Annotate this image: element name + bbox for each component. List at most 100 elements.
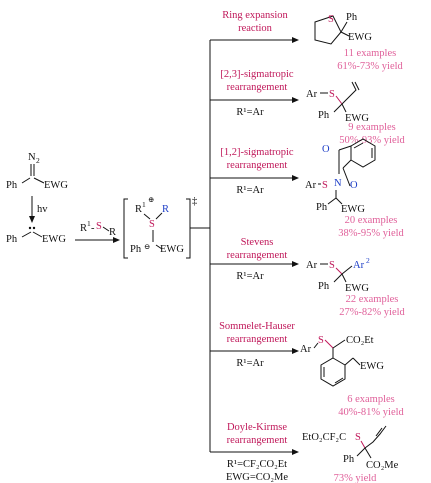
left-bracket <box>123 198 128 259</box>
p4-ewg: EWG <box>345 283 369 294</box>
p2-bond-ph <box>333 103 343 113</box>
n2-subscript: 2 <box>36 156 40 165</box>
p4-bond-ph <box>333 273 343 283</box>
p2-bond-s-c <box>335 95 343 105</box>
p1-examples: 11 examples <box>344 48 396 59</box>
p2-sulfur: S <box>329 89 335 100</box>
p1-yield: 61%-73% yield <box>337 61 403 72</box>
product-3-phthalimide: O N O Ar S Ph EWG 20 examples 38%-95% yi… <box>305 138 405 239</box>
p3-imide-top-a <box>342 159 352 169</box>
p4-bond-s-c <box>335 267 343 275</box>
ylide-ph: Ph <box>130 244 142 255</box>
ylide-r1: R <box>135 204 142 215</box>
p6-bond-co2me <box>364 447 372 459</box>
p5-ar: Ar <box>300 344 312 355</box>
p3-benzene-inner-a <box>353 142 364 149</box>
p5-bond-ar-s <box>313 342 319 349</box>
p5-bond-ewg <box>352 357 361 366</box>
p3-ar: Ar <box>305 180 317 191</box>
route-3-condition: R¹=Ar <box>236 185 264 196</box>
product-5-sommelet-hauser: Ar S CO₂Et EWG 6 examples 40%-81% yield <box>300 335 405 418</box>
ylide-bond-ewg <box>155 244 163 250</box>
p6-bond-s-c <box>360 440 366 449</box>
p3-n: N <box>334 178 342 189</box>
p6-yield: 73% yield <box>334 473 378 483</box>
p5-sulfur: S <box>318 335 324 346</box>
route-4-labels: Stevens rearrangement R¹=Ar <box>227 237 288 282</box>
carbene-ewg-label: EWG <box>42 234 66 245</box>
carbene-bond-ph <box>21 231 32 238</box>
ylide-minus-charge: ⊖ <box>144 242 150 251</box>
route-2-title-b: rearrangement <box>227 82 288 93</box>
route-5-labels: Sommelet-Hauser rearrangement R¹=Ar <box>219 321 295 369</box>
diazo-compound: N 2 Ph EWG <box>6 152 68 191</box>
ylide-bond-r1 <box>143 213 151 220</box>
p4-ar: Ar <box>306 260 318 271</box>
p6-sulfur: S <box>355 432 361 443</box>
ylide-sulfur: S <box>149 219 155 230</box>
product-6-doyle-kirmse: EtO₂CF₂C S Ph CO₂Me 73% yield <box>302 425 399 483</box>
p4-examples: 22 examples <box>346 294 399 305</box>
route-6-condition-b: EWG=CO₂Me <box>226 472 288 483</box>
p5-bond-s-c <box>324 339 334 349</box>
reagent-sulfur: S <box>96 221 102 232</box>
p3-sulfur: S <box>322 180 328 191</box>
carbene: Ph EWG <box>6 226 66 245</box>
p1-bond-ewg <box>340 31 350 37</box>
route-3-title-a: [1,2]-sigmatropic <box>220 147 294 158</box>
route-1-title-b: reaction <box>238 23 273 34</box>
p1-ph: Ph <box>346 12 358 23</box>
route-4-title-a: Stevens <box>241 237 274 248</box>
p2-yield: 50%-93% yield <box>339 135 405 146</box>
ylide-plus-charge: ⊕ <box>148 195 154 204</box>
route-6-title-a: Doyle-Kirmse <box>227 422 287 433</box>
p5-yield: 40%-81% yield <box>338 407 404 418</box>
route-3-title-b: rearrangement <box>227 160 288 171</box>
route-2-title-a: [2,3]-sigmatropic <box>220 69 294 80</box>
p3-o1: O <box>322 144 330 155</box>
branch-lines <box>190 37 299 455</box>
start-ewg-label: EWG <box>44 180 68 191</box>
p5-co2et: CO₂Et <box>346 335 374 346</box>
bond-ph <box>21 177 31 184</box>
product-2-allyl-sulfide: Ar S Ph EWG 9 examples 50%-93% yield <box>306 81 406 146</box>
p2-allyl-double <box>354 81 360 91</box>
route-5-condition: R¹=Ar <box>236 358 264 369</box>
hv-label: hv <box>37 204 48 215</box>
thiolane-ring <box>314 15 342 45</box>
reagent-r: R <box>109 227 116 238</box>
p5-benzene <box>320 357 346 387</box>
ylide-ewg: EWG <box>160 244 184 255</box>
p2-ph: Ph <box>318 110 330 121</box>
p3-imide-top-b <box>338 145 352 151</box>
p4-bond-ewg <box>341 273 347 283</box>
n2-label: N <box>28 152 36 163</box>
route-3-labels: [1,2]-sigmatropic rearrangement R¹=Ar <box>220 147 294 196</box>
p6-ph: Ph <box>343 454 355 465</box>
start-ph-label: Ph <box>6 180 18 191</box>
p3-ph: Ph <box>316 202 328 213</box>
p1-ewg: EWG <box>348 32 372 43</box>
reagent-r1: R <box>80 223 87 234</box>
ylide-r1-sup: 1 <box>142 200 146 209</box>
p3-bond-ewg <box>335 197 343 205</box>
p2-allyl-chain <box>341 81 357 105</box>
p2-bond-ewg <box>341 103 347 113</box>
p6-left: EtO₂CF₂C <box>302 432 346 443</box>
route-5-title-b: rearrangement <box>227 334 288 345</box>
p4-bond-ar2 <box>341 265 353 275</box>
p4-ar2-sup: 2 <box>366 256 370 265</box>
p6-co2me: CO₂Me <box>366 460 399 471</box>
p1-bond-ph <box>340 21 348 33</box>
p3-ewg: EWG <box>341 204 365 215</box>
ylide-bond-r <box>155 212 163 220</box>
product-4-stevens: Ar S Ar 2 Ph EWG 22 examples 27%-82% yie… <box>306 256 406 318</box>
carbene-bond-ewg <box>32 231 43 238</box>
lone-pair-dot-2 <box>32 226 36 230</box>
p4-sulfur: S <box>329 260 335 271</box>
p5-ewg: EWG <box>360 361 384 372</box>
lone-pair-dot-1 <box>28 226 32 230</box>
p4-ar2: Ar <box>353 260 365 271</box>
route-4-condition: R¹=Ar <box>236 271 264 282</box>
